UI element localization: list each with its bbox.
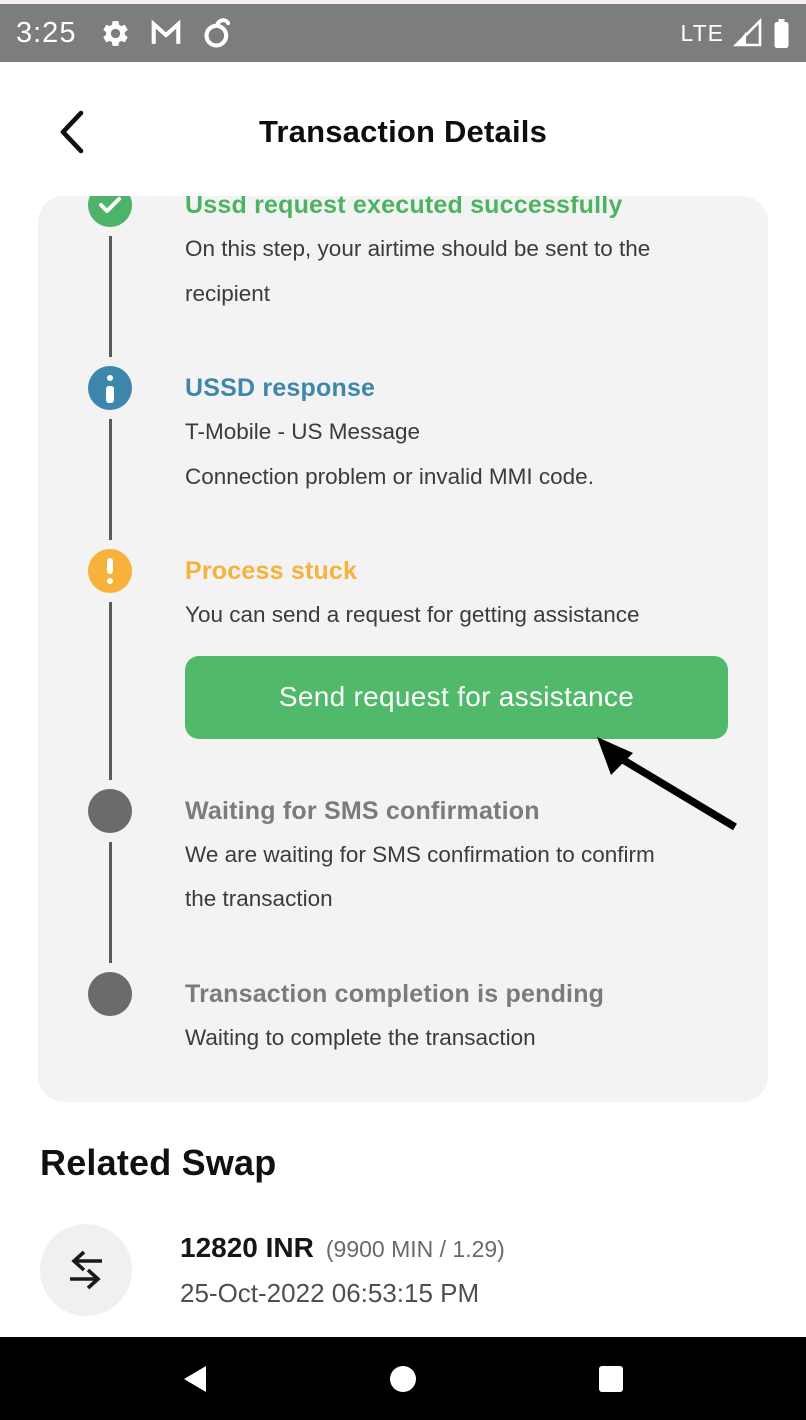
step-title: Transaction completion is pending: [185, 979, 605, 1008]
step-title: Process stuck: [185, 557, 358, 585]
timeline-rail: [88, 366, 132, 549]
swap-list-item[interactable]: 12820 INR (9900 MIN / 1.29) 25-Oct-2022 …: [40, 1224, 766, 1316]
step-content: Waiting for SMS confirmation We are wait…: [185, 789, 728, 972]
timeline-connector: [108, 419, 112, 540]
status-right-cluster: LTE: [681, 18, 790, 49]
step-content: Transaction completion is pending Waitin…: [185, 972, 728, 1067]
swap-arrows-icon: [40, 1224, 132, 1316]
step-content: Process stuck You can send a request for…: [185, 549, 737, 831]
recents-icon[interactable]: [594, 1362, 628, 1396]
battery-icon: [773, 18, 790, 49]
step-content: Ussd request executed successfully On th…: [185, 196, 728, 366]
home-icon[interactable]: [386, 1362, 420, 1396]
screen-top-strip: [0, 0, 806, 4]
send-assistance-button[interactable]: Send request for assistance: [185, 655, 728, 739]
page-title: Transaction Details: [258, 114, 548, 149]
signal-icon: [733, 18, 763, 48]
step-description: On this step, your airtime should be sen…: [185, 236, 651, 306]
app-header: Transaction Details: [0, 96, 806, 168]
step-title: USSD response: [185, 374, 376, 402]
status-time: 3:25: [16, 16, 77, 49]
step-description: You can send a request for getting assis…: [185, 602, 640, 627]
network-type-label: LTE: [680, 19, 724, 46]
info-icon: [88, 366, 132, 410]
step-completion-pending: Transaction completion is pending Waitin…: [88, 971, 728, 1067]
back-icon[interactable]: [178, 1362, 212, 1396]
pending-dot-icon: [88, 788, 132, 833]
step-description: We are waiting for SMS confirmation to c…: [185, 841, 655, 912]
step-ussd-response: USSD response T-Mobile - US Message Conn…: [88, 366, 728, 549]
transaction-status-card: Ussd request executed successfully On th…: [38, 196, 768, 1102]
related-swap-heading: Related Swap: [40, 1142, 277, 1183]
step-ussd-success: Ussd request executed successfully On th…: [88, 196, 728, 366]
timeline-rail: [88, 788, 132, 972]
swap-info: 12820 INR (9900 MIN / 1.29) 25-Oct-2022 …: [180, 1232, 505, 1309]
step-waiting-sms: Waiting for SMS confirmation We are wait…: [88, 788, 728, 972]
swap-amount: 12820 INR: [180, 1231, 314, 1263]
swap-rate: (9900 MIN / 1.29): [325, 1235, 505, 1262]
step-title: Ussd request executed successfully: [185, 196, 623, 219]
step-description: Waiting to complete the transaction: [185, 1024, 536, 1050]
step-process-stuck: Process stuck You can send a request for…: [88, 549, 737, 831]
related-swap-section: Related Swap 12820 INR (9900 MIN / 1.29)…: [0, 1142, 806, 1316]
timeline-connector: [108, 841, 112, 963]
step-title: Waiting for SMS confirmation: [185, 796, 540, 825]
check-icon: [88, 196, 132, 227]
timeline-connector: [108, 236, 112, 357]
status-bar: 3:25 LTE: [0, 4, 806, 62]
timeline-connector: [108, 602, 112, 780]
timeline-rail: [88, 196, 132, 366]
pending-dot-icon: [88, 971, 132, 1016]
step-content: USSD response T-Mobile - US Message Conn…: [185, 366, 728, 549]
gear-icon: [100, 18, 131, 49]
back-button[interactable]: [52, 106, 92, 158]
step-description: T-Mobile - US Message Connection problem…: [185, 419, 594, 489]
browser-icon: [201, 16, 233, 50]
gmail-icon: [149, 18, 183, 48]
chevron-left-icon: [60, 110, 84, 154]
exclamation-icon: [88, 549, 132, 593]
timeline-rail: [88, 549, 132, 789]
swap-date: 25-Oct-2022 06:53:15 PM: [180, 1277, 480, 1308]
timeline-rail: [88, 971, 132, 1067]
android-nav-bar: [0, 1337, 806, 1420]
